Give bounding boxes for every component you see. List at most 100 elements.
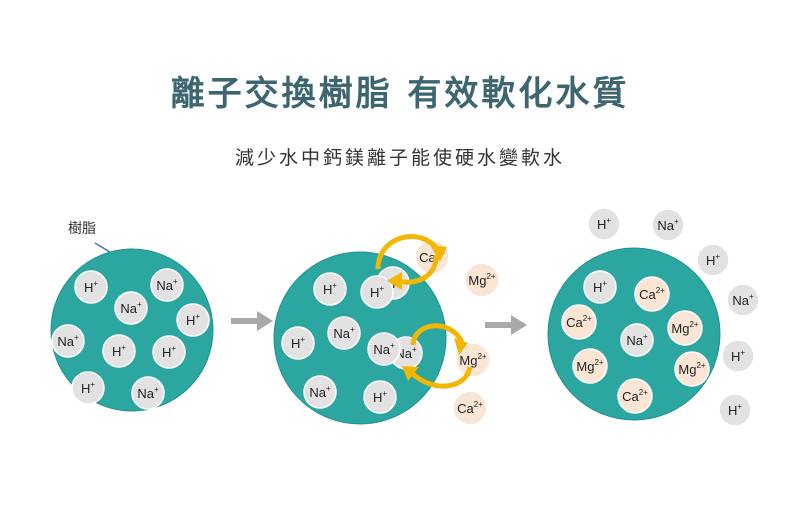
h-ion: H+ xyxy=(721,339,755,373)
h-ion: H+ xyxy=(281,326,315,360)
na-ion-circle xyxy=(303,375,337,409)
na-ion-circle xyxy=(131,376,165,410)
h-ion-circle xyxy=(360,275,394,309)
na-ion: Na+ xyxy=(51,324,85,358)
na-ion-circle xyxy=(620,323,654,357)
h-ion-label: H+ xyxy=(112,343,126,359)
h-ion-circle xyxy=(313,272,347,306)
h-ion-circle xyxy=(74,270,108,304)
ca-ion: Ca2+ xyxy=(617,378,653,414)
exchange-cycle-arrow-top xyxy=(375,234,447,290)
na-ion: Na+ xyxy=(150,268,184,302)
h-ion: H+ xyxy=(176,303,210,337)
h-ion-circle xyxy=(102,334,136,368)
na-ion: Na+ xyxy=(327,316,361,350)
na-ion-label: Na+ xyxy=(626,332,648,348)
h-ion: H+ xyxy=(696,243,730,277)
ca-ion-circle xyxy=(617,378,653,414)
h-ion: H+ xyxy=(587,207,621,241)
h-ion-circle xyxy=(152,335,186,369)
h-ion-circle xyxy=(176,303,210,337)
exchange-cycle-arrow-bottom xyxy=(402,323,473,389)
stage-arrow-2 xyxy=(485,315,527,335)
h-ion: H+ xyxy=(583,270,617,304)
h-ion-circle xyxy=(363,380,397,414)
h-ion-label: H+ xyxy=(597,216,611,232)
na-ion-circle xyxy=(114,291,148,325)
mg-ion-label: Mg2+ xyxy=(576,358,604,374)
h-ion: H+ xyxy=(313,272,347,306)
page-subtitle: 減少水中鈣鎂離子能使硬水變軟水 xyxy=(234,147,565,169)
h-ion: H+ xyxy=(71,371,105,405)
ions-layer: H+ Na+ Na+ H+ Na+ H+ H+ H+ Na+ H+ H+ H+ Na+ H+ Na+ Na+ N… xyxy=(51,207,760,427)
mg-ion-label: Mg2+ xyxy=(459,352,487,368)
mg-ion-label: Mg2+ xyxy=(678,361,706,377)
mg-ion: Mg2+ xyxy=(455,342,491,378)
ca-ion-circle xyxy=(634,276,670,312)
h-ion: H+ xyxy=(360,275,394,309)
h-ion: H+ xyxy=(363,380,397,414)
h-ion-label: H+ xyxy=(81,380,95,396)
mg-ion: Mg2+ xyxy=(667,310,703,346)
na-ion-circle xyxy=(51,324,85,358)
h-ion-label: H+ xyxy=(291,335,305,351)
h-ion-circle xyxy=(587,207,621,241)
h-ion-label: H+ xyxy=(728,402,742,418)
h-ion: H+ xyxy=(102,334,136,368)
na-ion-label: Na+ xyxy=(657,217,679,233)
h-ion-circle xyxy=(721,339,755,373)
h-ion-label: H+ xyxy=(84,279,98,295)
ca-ion-label: Ca2+ xyxy=(457,400,483,416)
h-ion-label: H+ xyxy=(323,281,337,297)
h-ion-label: H+ xyxy=(162,344,176,360)
na-ion-circle xyxy=(327,316,361,350)
ca-ion-circle xyxy=(452,390,488,426)
ca-ion-label: Ca2+ xyxy=(566,314,592,330)
h-ion-label: H+ xyxy=(706,252,720,268)
page-title: 離子交換樹脂 有效軟化水質 xyxy=(170,74,630,114)
mg-ion: Mg2+ xyxy=(674,351,710,387)
na-ion-label: Na+ xyxy=(156,277,178,293)
stage-arrow-1 xyxy=(231,311,273,331)
na-ion-circle xyxy=(367,332,401,366)
na-ion: Na+ xyxy=(620,323,654,357)
mg-ion-circle xyxy=(674,351,710,387)
mg-ion-circle xyxy=(455,342,491,378)
na-ion: Na+ xyxy=(726,283,760,317)
na-ion: Na+ xyxy=(651,208,685,242)
na-ion: Na+ xyxy=(367,332,401,366)
h-ion-label: H+ xyxy=(186,312,200,328)
na-ion-label: Na+ xyxy=(333,325,355,341)
ca-ion-label: Ca2+ xyxy=(622,388,648,404)
mg-ion-label: Mg2+ xyxy=(671,320,699,336)
na-ion: Na+ xyxy=(303,375,337,409)
ca-ion-label: Ca2+ xyxy=(639,286,665,302)
na-ion-label: Na+ xyxy=(120,300,142,316)
h-ion-label: H+ xyxy=(593,279,607,295)
mg-ion-circle xyxy=(572,348,608,384)
ca-ion: Ca2+ xyxy=(561,304,597,340)
mg-ion-circle xyxy=(667,310,703,346)
na-ion: Na+ xyxy=(114,291,148,325)
h-ion-circle xyxy=(696,243,730,277)
h-ion: H+ xyxy=(74,270,108,304)
h-ion-circle xyxy=(71,371,105,405)
resin-label: 樹脂 xyxy=(68,221,96,237)
na-ion-circle xyxy=(150,268,184,302)
mg-ion-label: Mg2+ xyxy=(468,272,496,288)
mg-ion: Mg2+ xyxy=(572,348,608,384)
h-ion-label: H+ xyxy=(373,389,387,405)
na-ion-label: Na+ xyxy=(137,385,159,401)
h-ion-label: H+ xyxy=(370,284,384,300)
ca-ion-circle xyxy=(561,304,597,340)
na-ion-label: Na+ xyxy=(373,341,395,357)
h-ion-circle xyxy=(281,326,315,360)
na-ion-label: Na+ xyxy=(309,384,331,400)
h-ion-circle xyxy=(718,393,752,427)
mg-ion-circle xyxy=(464,262,500,298)
h-ion-circle xyxy=(583,270,617,304)
h-ion: H+ xyxy=(718,393,752,427)
na-ion-label: Na+ xyxy=(57,333,79,349)
h-ion-label: H+ xyxy=(731,348,745,364)
